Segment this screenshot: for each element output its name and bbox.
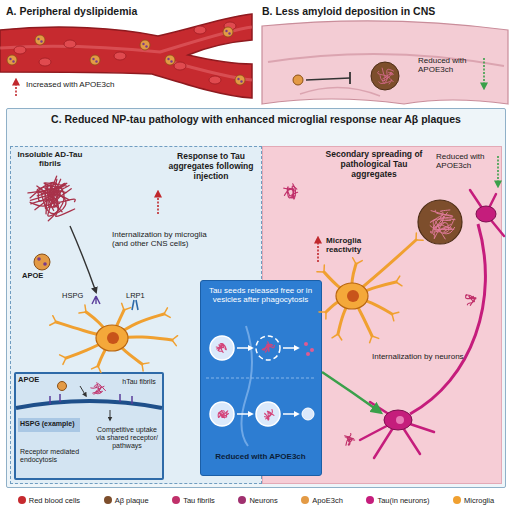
- tau-fibril: [383, 73, 394, 79]
- lipoprotein-particle: [165, 55, 175, 65]
- part-label: Insoluble AD-Tau fibrils: [14, 150, 86, 168]
- apoe-dot: [170, 60, 172, 62]
- tau-fibril: [378, 68, 388, 78]
- seed-release-box: Tau seeds released free or in vesicles a…: [200, 280, 322, 476]
- legend-label: Tau fibrils: [183, 496, 215, 505]
- receptor-inset: APOE hTau fibrilsHSPG (example) Receptor m…: [14, 372, 164, 480]
- effect-note: Increased with APOE3ch: [26, 80, 146, 89]
- red-blood-cell: [224, 22, 236, 30]
- apoe-particle: [293, 75, 303, 85]
- red-blood-cell: [64, 40, 76, 48]
- box-body: Tau seeds released free or in vesicles a…: [204, 286, 318, 304]
- inhibition-line: [306, 78, 350, 80]
- apoe-dot: [12, 60, 14, 62]
- red-blood-cell: [114, 52, 126, 60]
- legend-item: Aβ plaque: [104, 496, 149, 505]
- panel-title: B. Less amyloid deposition in CNS: [262, 5, 502, 17]
- panel-b: B. Less amyloid deposition in CNS Reduced…: [258, 2, 508, 104]
- step-heading: Secondary spreading of pathological Tau …: [318, 150, 430, 179]
- part-label: APOE: [22, 272, 52, 281]
- panel-title: A. Peripheral dyslipidemia: [6, 5, 246, 17]
- effect-note: Reduced with APOE3ch: [436, 152, 494, 170]
- brain-fold: [268, 54, 504, 66]
- legend-label: Microglia: [464, 496, 494, 505]
- panel-title: C. Reduced NP-tau pathology with enhance…: [36, 113, 476, 125]
- legend-label: ApoE3ch: [312, 496, 342, 505]
- legend-label: Neurons: [249, 496, 277, 505]
- inset-label: APOE: [18, 376, 58, 385]
- lipoprotein-particle: [7, 55, 17, 65]
- lipoprotein-particle: [223, 27, 233, 37]
- legend-swatch: [238, 496, 246, 504]
- lipoprotein-particle: [140, 40, 150, 50]
- apoe-dot: [237, 78, 239, 80]
- apoe-dot: [240, 80, 242, 82]
- legend-item: ApoE3ch: [301, 496, 342, 505]
- legend-label: Tau(in neurons): [377, 496, 429, 505]
- lipoprotein-particle: [35, 35, 45, 45]
- tau-fibril: [379, 80, 392, 84]
- legend-label: Red blood cells: [29, 496, 80, 505]
- tau-fibril: [380, 72, 392, 81]
- apoe-dot: [228, 32, 230, 34]
- inset-label: HSPG (example): [20, 420, 80, 428]
- apoe-dot: [37, 38, 39, 40]
- vessel-highlight: [0, 27, 252, 52]
- legend-item: Microglia: [453, 496, 494, 505]
- apoe-dot: [40, 40, 42, 42]
- vessel-highlight: [165, 60, 252, 80]
- inset-label: Receptor mediated endocytosis: [20, 448, 82, 464]
- part-label: HSPG: [62, 292, 92, 301]
- step-heading: Response to Tau aggregates following inj…: [164, 152, 258, 181]
- legend-item: Tau(in neurons): [366, 496, 429, 505]
- effect-note: Reduced with APOE3ch: [418, 56, 476, 74]
- legend-swatch: [172, 496, 180, 504]
- apoe-dot: [145, 45, 147, 47]
- apoe-dot: [142, 43, 144, 45]
- lipoprotein-particle: [235, 75, 245, 85]
- decrease-arrow: [483, 58, 485, 88]
- blood-particles: [7, 22, 245, 85]
- effect-note: Reduced with APOE3ch: [204, 452, 318, 461]
- tau-fibril: [387, 69, 394, 81]
- legend-swatch: [366, 496, 374, 504]
- inset-label: hTau fibrils: [116, 378, 162, 386]
- legend-swatch: [301, 496, 309, 504]
- part-label: LRP1: [126, 292, 156, 301]
- legend: Red blood cells Aβ plaque Tau fibrils Neuro…: [6, 492, 506, 508]
- apoe-dot: [95, 60, 97, 62]
- red-blood-cell: [209, 76, 221, 84]
- tau-fibril: [383, 77, 388, 83]
- step-note: Microglia reactivity: [326, 236, 386, 254]
- inhibition-bar: [349, 72, 351, 84]
- inset-label: Competitive uptake via shared receptor/ …: [94, 426, 160, 450]
- brain-section: [262, 21, 508, 104]
- legend-item: Neurons: [238, 496, 277, 505]
- step-note: Internalization by microglia (and other …: [112, 230, 212, 248]
- brain-fold: [300, 87, 380, 96]
- apoe-dot: [92, 58, 94, 60]
- red-blood-cell: [194, 26, 206, 34]
- apoe-dot: [9, 58, 11, 60]
- red-blood-cell: [14, 46, 26, 54]
- legend-swatch: [453, 496, 461, 504]
- legend-swatch: [104, 496, 112, 504]
- lipoprotein-particle: [90, 55, 100, 65]
- red-blood-cell: [174, 62, 186, 70]
- increase-arrow: [15, 80, 17, 96]
- step-note: Internalization by neurons: [372, 352, 464, 361]
- legend-label: Aβ plaque: [115, 496, 149, 505]
- legend-item: Red blood cells: [18, 496, 80, 505]
- blood-vessel: [0, 14, 252, 98]
- red-blood-cell: [39, 58, 51, 66]
- legend-swatch: [18, 496, 26, 504]
- panel-a: A. Peripheral dyslipidemiaIncreased with…: [4, 2, 254, 104]
- plaque-fibrils: [378, 68, 394, 84]
- legend-item: Tau fibrils: [172, 496, 215, 505]
- apoe-dot: [167, 58, 169, 60]
- apoe-dot: [225, 30, 227, 32]
- amyloid-plaque: [371, 62, 399, 90]
